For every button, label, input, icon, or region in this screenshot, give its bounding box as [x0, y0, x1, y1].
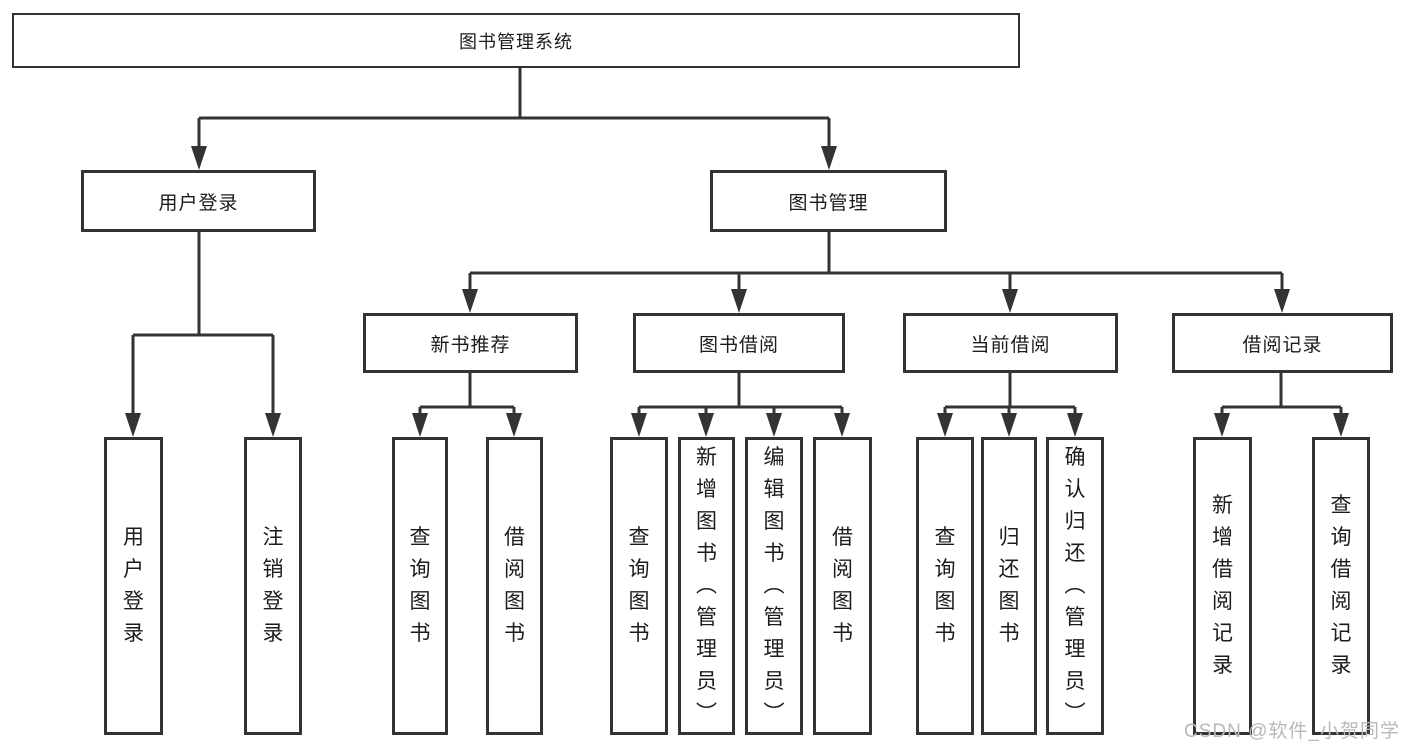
node-book-management-branch: 图书管理 — [710, 170, 947, 232]
node-borrowing-records: 借阅记录 — [1172, 313, 1393, 373]
node-leaf-confirm-return-admin: 确认归还︵管理员︶ — [1046, 437, 1104, 735]
node-leaf-add-book-admin: 新增图书︵管理员︶ — [678, 437, 735, 735]
node-leaf-borrow-books-recommend: 借阅图书 — [486, 437, 543, 735]
node-leaf-add-borrow-record: 新增借阅记录 — [1193, 437, 1252, 735]
node-leaf-edit-book-admin: 编辑图书︵管理员︶ — [745, 437, 803, 735]
node-leaf-user-login: 用户登录 — [104, 437, 163, 735]
node-book-borrowing: 图书借阅 — [633, 313, 845, 373]
node-user-login-branch: 用户登录 — [81, 170, 316, 232]
node-leaf-query-books-recommend: 查询图书 — [392, 437, 448, 735]
node-leaf-query-books-current: 查询图书 — [916, 437, 974, 735]
node-leaf-logout: 注销登录 — [244, 437, 302, 735]
node-leaf-return-books: 归还图书 — [981, 437, 1037, 735]
node-leaf-query-borrow-record: 查询借阅记录 — [1312, 437, 1370, 735]
node-root-system: 图书管理系统 — [12, 13, 1020, 68]
csdn-watermark: CSDN @软件_小贺同学 — [1184, 721, 1400, 742]
node-leaf-borrow-books: 借阅图书 — [813, 437, 872, 735]
node-new-book-recommend: 新书推荐 — [363, 313, 578, 373]
node-current-borrowing: 当前借阅 — [903, 313, 1118, 373]
node-leaf-query-books-borrow: 查询图书 — [610, 437, 668, 735]
